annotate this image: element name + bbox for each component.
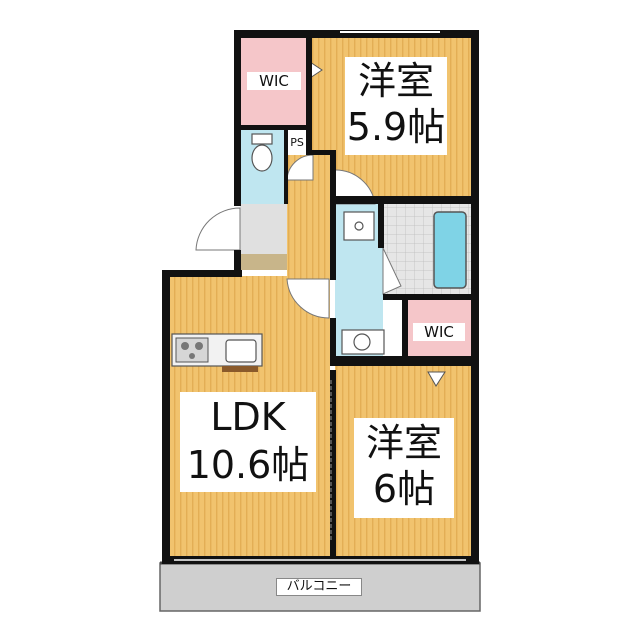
toilet-bowl	[251, 144, 273, 172]
wic-south-label: WIC	[413, 323, 465, 341]
kitchen-sink	[225, 339, 257, 363]
balcony-label: バルコニー	[276, 578, 362, 596]
room-name-south: 洋室	[365, 421, 442, 465]
room-label-south-box	[354, 418, 454, 518]
washbasin	[343, 211, 375, 241]
bathtub	[433, 211, 467, 289]
stove	[175, 337, 209, 363]
room-name-ldk: LDK	[210, 395, 286, 439]
entrance-floor	[240, 204, 287, 254]
room-name-north: 洋室	[357, 59, 434, 103]
entrance-step	[240, 254, 287, 270]
room-label-north-box	[345, 57, 447, 155]
room-size-north: 5.9帖	[346, 105, 446, 149]
ps-label: PS	[290, 136, 304, 149]
wic-north-label: WIC	[247, 72, 301, 90]
ps-area	[287, 130, 309, 155]
toilet-tank	[251, 133, 273, 145]
room-size-south: 6帖	[372, 467, 436, 511]
room-label-ldk-box	[180, 392, 316, 492]
room-size-ldk: 10.6帖	[186, 443, 310, 487]
